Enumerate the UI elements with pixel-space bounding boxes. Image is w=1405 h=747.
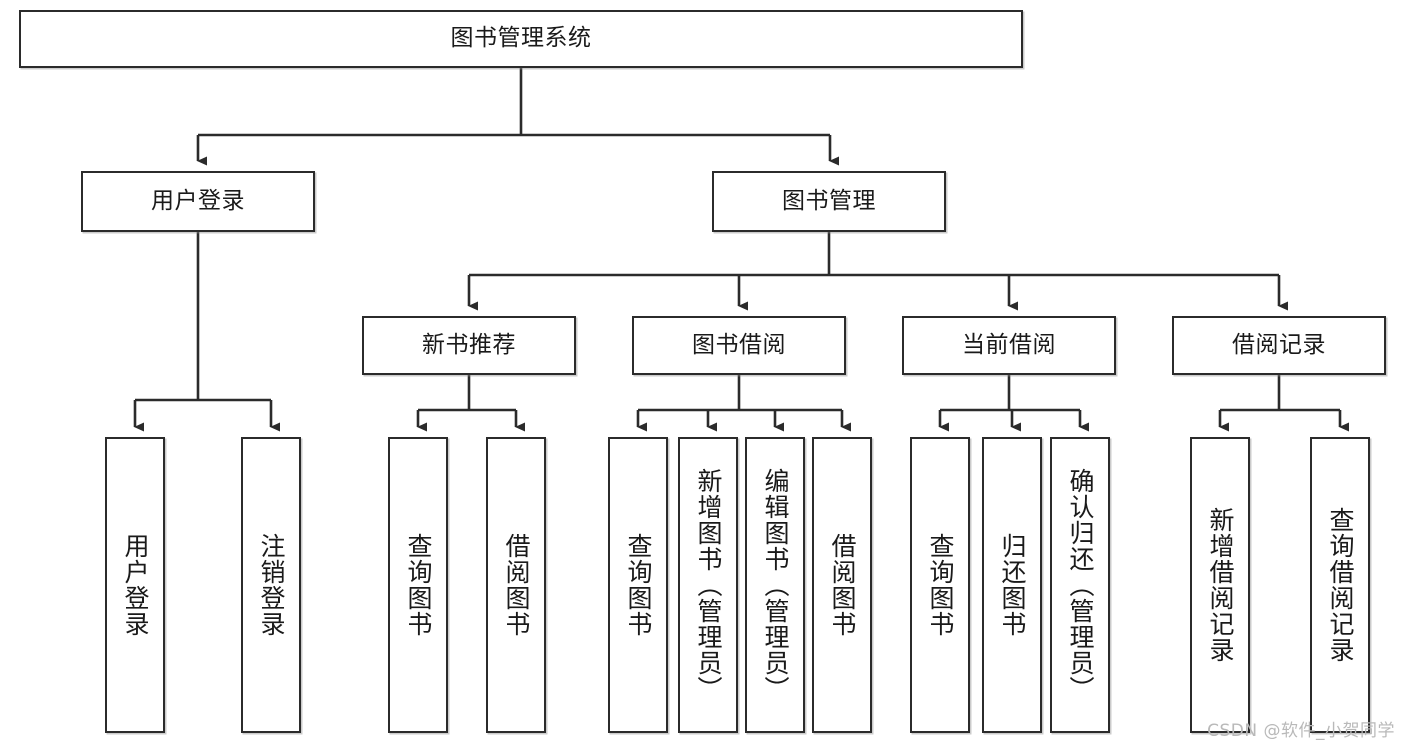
node-label: 注销登录 [257,533,286,637]
node-leaf-new-2[interactable]: 借阅图书 [486,437,546,733]
node-label: 查询图书 [404,533,433,637]
node-label: 新增借阅记录 [1206,507,1235,663]
node-leaf-rec-2[interactable]: 查询借阅记录 [1310,437,1370,733]
node-label: 借阅图书 [828,533,857,637]
node-leaf-bor-1[interactable]: 查询图书 [608,437,668,733]
node-label: 用户登录 [151,187,245,214]
node-label: 查询图书 [624,533,653,637]
node-label: 图书管理系统 [450,25,592,52]
node-leaf-new-1[interactable]: 查询图书 [388,437,448,733]
node-leaf-cur-1[interactable]: 查询图书 [910,437,970,733]
node-label: 新增图书（管理员） [694,468,723,702]
node-leaf-rec-1[interactable]: 新增借阅记录 [1190,437,1250,733]
node-label: 查询图书 [926,533,955,637]
node-label: 归还图书 [998,533,1027,637]
node-leaf-bor-4[interactable]: 借阅图书 [812,437,872,733]
node-current[interactable]: 当前借阅 [902,316,1116,375]
node-label: 确认归还（管理员） [1066,468,1095,702]
node-leaf-login-1[interactable]: 用户登录 [105,437,165,733]
node-borrow[interactable]: 图书借阅 [632,316,846,375]
csdn-watermark: CSDN @软件_小贺同学 [1207,721,1395,741]
node-label: 借阅图书 [502,533,531,637]
node-label: 用户登录 [121,533,150,637]
node-label: 借阅记录 [1232,331,1326,358]
node-root[interactable]: 图书管理系统 [19,10,1023,68]
node-leaf-bor-3[interactable]: 编辑图书（管理员） [745,437,805,733]
node-label: 当前借阅 [962,331,1056,358]
node-label: 编辑图书（管理员） [761,468,790,702]
node-label: 查询借阅记录 [1326,507,1355,663]
node-label: 图书借阅 [692,331,786,358]
node-newbook[interactable]: 新书推荐 [362,316,576,375]
node-leaf-cur-3[interactable]: 确认归还（管理员） [1050,437,1110,733]
node-records[interactable]: 借阅记录 [1172,316,1386,375]
node-label: 新书推荐 [422,331,516,358]
node-leaf-login-2[interactable]: 注销登录 [241,437,301,733]
node-label: 图书管理 [782,187,876,214]
node-login[interactable]: 用户登录 [81,171,315,232]
node-leaf-cur-2[interactable]: 归还图书 [982,437,1042,733]
node-leaf-bor-2[interactable]: 新增图书（管理员） [678,437,738,733]
node-bookmgmt[interactable]: 图书管理 [712,171,946,232]
